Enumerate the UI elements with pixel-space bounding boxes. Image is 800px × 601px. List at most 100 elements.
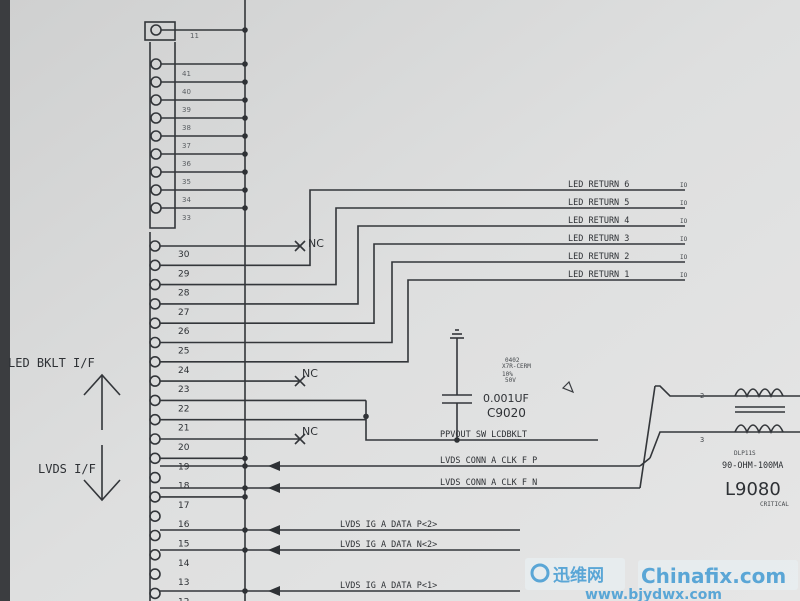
led-return-net: LED RETURN 2 IO <box>160 252 688 344</box>
inductor-ref: L9080 <box>725 479 781 500</box>
nc-label: NC <box>302 425 318 438</box>
pin-number: 40 <box>182 88 191 96</box>
lvds-interface-arrow: LVDS I/F <box>38 445 121 502</box>
connector-pin: 33 <box>150 202 248 222</box>
net-label: PPVOUT SW LCDBKLT <box>440 430 527 440</box>
connector-pin: 41 <box>150 58 248 78</box>
pin-number: 12 <box>178 597 189 601</box>
pin-number: 15 <box>178 540 189 550</box>
connector-pin-group: 30292827262524232221201918171615141312 <box>149 240 190 601</box>
capacitor-c9020: C9020 0.001UF 10% 50V X7R-CERM 0402 <box>442 329 575 443</box>
pin-number: 21 <box>178 424 189 434</box>
no-connect-icon <box>294 240 306 252</box>
led-return-net: LED RETURN 1 IO <box>160 270 688 363</box>
lvds-net: LVDS IG A DATA P<2> <box>160 520 520 535</box>
net-label: LVDS CONN A CLK F P <box>440 456 537 466</box>
capacitor-ref: C9020 <box>487 406 526 420</box>
led-return-label: LED RETURN 5 <box>568 198 629 208</box>
led-return-net: LED RETURN 3 IO <box>160 234 688 324</box>
nc-marker: NC NC NC <box>302 237 324 438</box>
net-label: LVDS CONN A CLK F N <box>440 478 537 488</box>
led-return-label: LED RETURN 3 <box>568 234 629 244</box>
pin-number: 13 <box>178 578 189 588</box>
signal-arrow-icon <box>268 586 280 596</box>
led-return-label: LED RETURN 4 <box>568 216 629 226</box>
pin-number: 36 <box>182 160 191 168</box>
pin-number: 22 <box>178 404 189 414</box>
led-interface-label: LED BKLT I/F <box>8 356 95 370</box>
ppvout-net: PPVOUT SW LCDBKLT <box>160 399 598 441</box>
pin-number: 41 <box>182 70 191 78</box>
connector-pin: 16 <box>149 510 190 530</box>
connector-pin: 18 <box>149 471 190 492</box>
capacitor-spec: 10% <box>502 371 513 378</box>
net-tag: IO <box>680 272 688 279</box>
signal-arrow-icon <box>268 545 280 555</box>
connector-pin: 34 <box>150 184 248 204</box>
ground-pin-wire <box>160 494 248 500</box>
connector-pin: 12 <box>149 587 189 601</box>
nc-pin-wire <box>160 375 306 387</box>
lvds-nets: LVDS CONN A CLK F P LVDS CONN A CLK F N LV… <box>160 385 656 596</box>
pin-number: 27 <box>178 308 189 318</box>
led-return-label: LED RETURN 2 <box>568 252 629 262</box>
connector-pin: 37 <box>150 130 248 150</box>
led-return-net: LED RETURN 5 IO <box>160 198 688 286</box>
capacitor-spec: X7R-CERM <box>502 363 531 370</box>
net-label: LVDS IG A DATA P<1> <box>340 581 437 591</box>
pin-number: 35 <box>182 178 191 186</box>
net-tag: IO <box>680 182 688 189</box>
pin-number: 37 <box>182 142 191 150</box>
capacitor-value: 0.001UF <box>483 392 529 405</box>
pin-number: 34 <box>182 196 191 204</box>
watermark-logo-icon <box>530 563 550 583</box>
no-connect-icon <box>294 433 306 445</box>
net-label: LVDS IG A DATA P<2> <box>340 520 437 530</box>
pin-number: 25 <box>178 347 189 357</box>
pin-number: 26 <box>178 327 190 337</box>
lvds-net: LVDS CONN A CLK F P <box>160 456 640 471</box>
inductor-critical: CRITICAL <box>760 501 789 508</box>
nc-label: NC <box>308 237 324 250</box>
pin-number: 33 <box>182 214 191 222</box>
net-tag: IO <box>680 218 688 225</box>
pin-number: 30 <box>178 250 190 260</box>
no-connect-icon <box>294 375 306 387</box>
led-return-net: LED RETURN 4 IO <box>160 216 688 305</box>
nc-pin-wire <box>160 433 306 445</box>
watermark-url: www.bjydwx.com <box>585 587 722 601</box>
pin-number: 28 <box>178 289 190 299</box>
lvds-net: LVDS CONN A CLK F N <box>160 478 640 493</box>
net-label: LVDS IG A DATA N<2> <box>340 540 437 550</box>
photo-edge <box>0 0 10 601</box>
connector-pin: 14 <box>149 548 190 569</box>
note-flag-icon <box>561 380 575 394</box>
connector-pin: 35 <box>150 166 248 186</box>
pin-number: 20 <box>178 443 190 453</box>
pin-number: 17 <box>178 501 189 511</box>
connector-top-pin: 11 <box>150 24 248 40</box>
ground-pin-wire <box>160 455 248 462</box>
led-interface-arrow: LED BKLT I/F <box>8 356 121 430</box>
watermark: 迅维网 Chinafix.com www.bjydwx.com <box>525 558 798 601</box>
inductor-part: DLP11S <box>734 450 756 457</box>
inductor-pin: 2 <box>700 392 704 400</box>
pin-number: 14 <box>178 559 190 569</box>
net-tag: IO <box>680 200 688 207</box>
pin-number: 16 <box>178 520 190 530</box>
connector-pin: 36 <box>150 148 248 168</box>
inductor-value: 90-OHM-100MA <box>722 461 783 471</box>
nc-label: NC <box>302 367 318 380</box>
nc-pin-wire <box>160 240 306 252</box>
lvds-net: LVDS IG A DATA P<1> <box>160 581 520 596</box>
inductor-pin: 3 <box>700 436 704 444</box>
led-return-label: LED RETURN 1 <box>568 270 629 280</box>
net-tag: IO <box>680 254 688 261</box>
pin-number: 11 <box>190 32 199 40</box>
connector-pin: 38 <box>150 112 248 132</box>
connector-pin: 15 <box>149 529 189 550</box>
